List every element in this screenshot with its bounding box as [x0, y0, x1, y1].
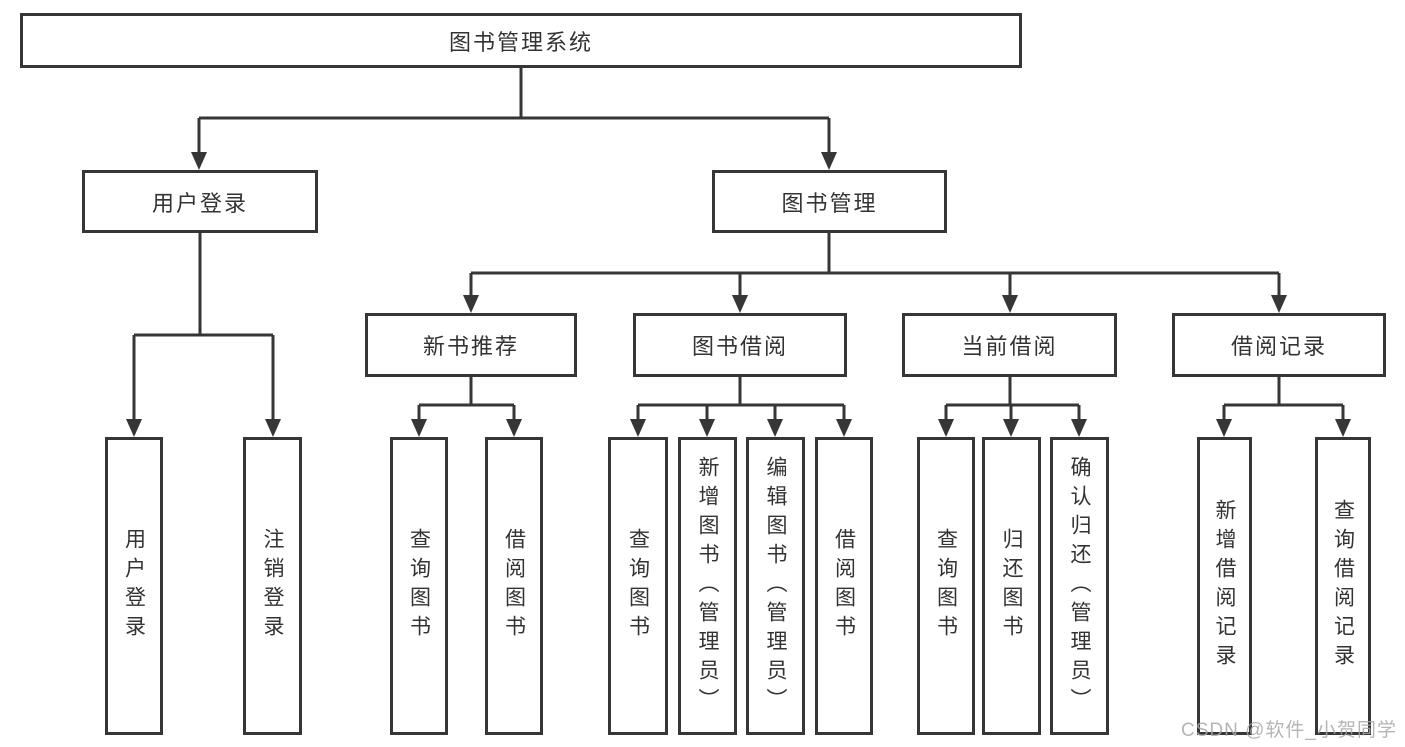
node-label: 新增图书（管理员）	[696, 455, 719, 717]
node-user-login-branch: 用户登录	[82, 170, 318, 233]
node-borrowing-records: 借阅记录	[1172, 313, 1386, 377]
csdn-watermark: CSDN @软件_小贺同学	[1181, 720, 1397, 741]
leaf-confirm-return-admin: 确认归还（管理员）	[1050, 437, 1109, 735]
node-label: 图书管理系统	[448, 29, 593, 55]
arrowheads	[126, 152, 1351, 437]
leaf-add-borrow-record: 新增借阅记录	[1197, 437, 1252, 735]
node-label: 借阅记录	[1230, 334, 1327, 359]
node-label: 用户登录	[151, 190, 248, 216]
node-current-borrowing: 当前借阅	[902, 313, 1117, 377]
node-label: 新书推荐	[422, 334, 519, 359]
node-new-book-recommendation: 新书推荐	[365, 313, 577, 377]
leaf-logout: 注销登录	[243, 437, 302, 735]
leaf-query-books-1: 查询图书	[390, 437, 448, 735]
node-label: 借阅图书	[832, 528, 856, 644]
leaf-return-books: 归还图书	[982, 437, 1041, 735]
leaf-query-books-3: 查询图书	[917, 437, 975, 735]
node-label: 查询图书	[407, 528, 431, 644]
node-label: 图书借阅	[691, 334, 788, 359]
leaf-edit-books-admin: 编辑图书（管理员）	[746, 437, 805, 735]
node-book-borrowing: 图书借阅	[633, 313, 847, 377]
node-book-management-branch: 图书管理	[712, 170, 947, 233]
node-label: 新增借阅记录	[1213, 499, 1236, 673]
node-label: 查询借阅记录	[1331, 499, 1355, 673]
node-label: 归还图书	[1000, 528, 1023, 644]
leaf-query-books-2: 查询图书	[608, 437, 668, 735]
node-library-management-system: 图书管理系统	[20, 13, 1022, 68]
node-label: 注销登录	[261, 528, 284, 644]
node-label: 借阅图书	[502, 528, 526, 644]
leaf-query-borrow-record: 查询借阅记录	[1315, 437, 1371, 735]
node-label: 查询图书	[934, 528, 958, 644]
leaf-borrow-books-1: 借阅图书	[485, 437, 543, 735]
node-label: 图书管理	[781, 190, 878, 216]
leaf-add-books-admin: 新增图书（管理员）	[678, 437, 737, 735]
node-label: 用户登录	[122, 528, 146, 644]
node-label: 当前借阅	[961, 334, 1058, 359]
leaf-borrow-books-2: 借阅图书	[815, 437, 873, 735]
node-label: 查询图书	[626, 528, 650, 644]
leaf-user-login: 用户登录	[105, 437, 163, 735]
node-label: 编辑图书（管理员）	[764, 455, 787, 717]
node-label: 确认归还（管理员）	[1068, 455, 1091, 717]
